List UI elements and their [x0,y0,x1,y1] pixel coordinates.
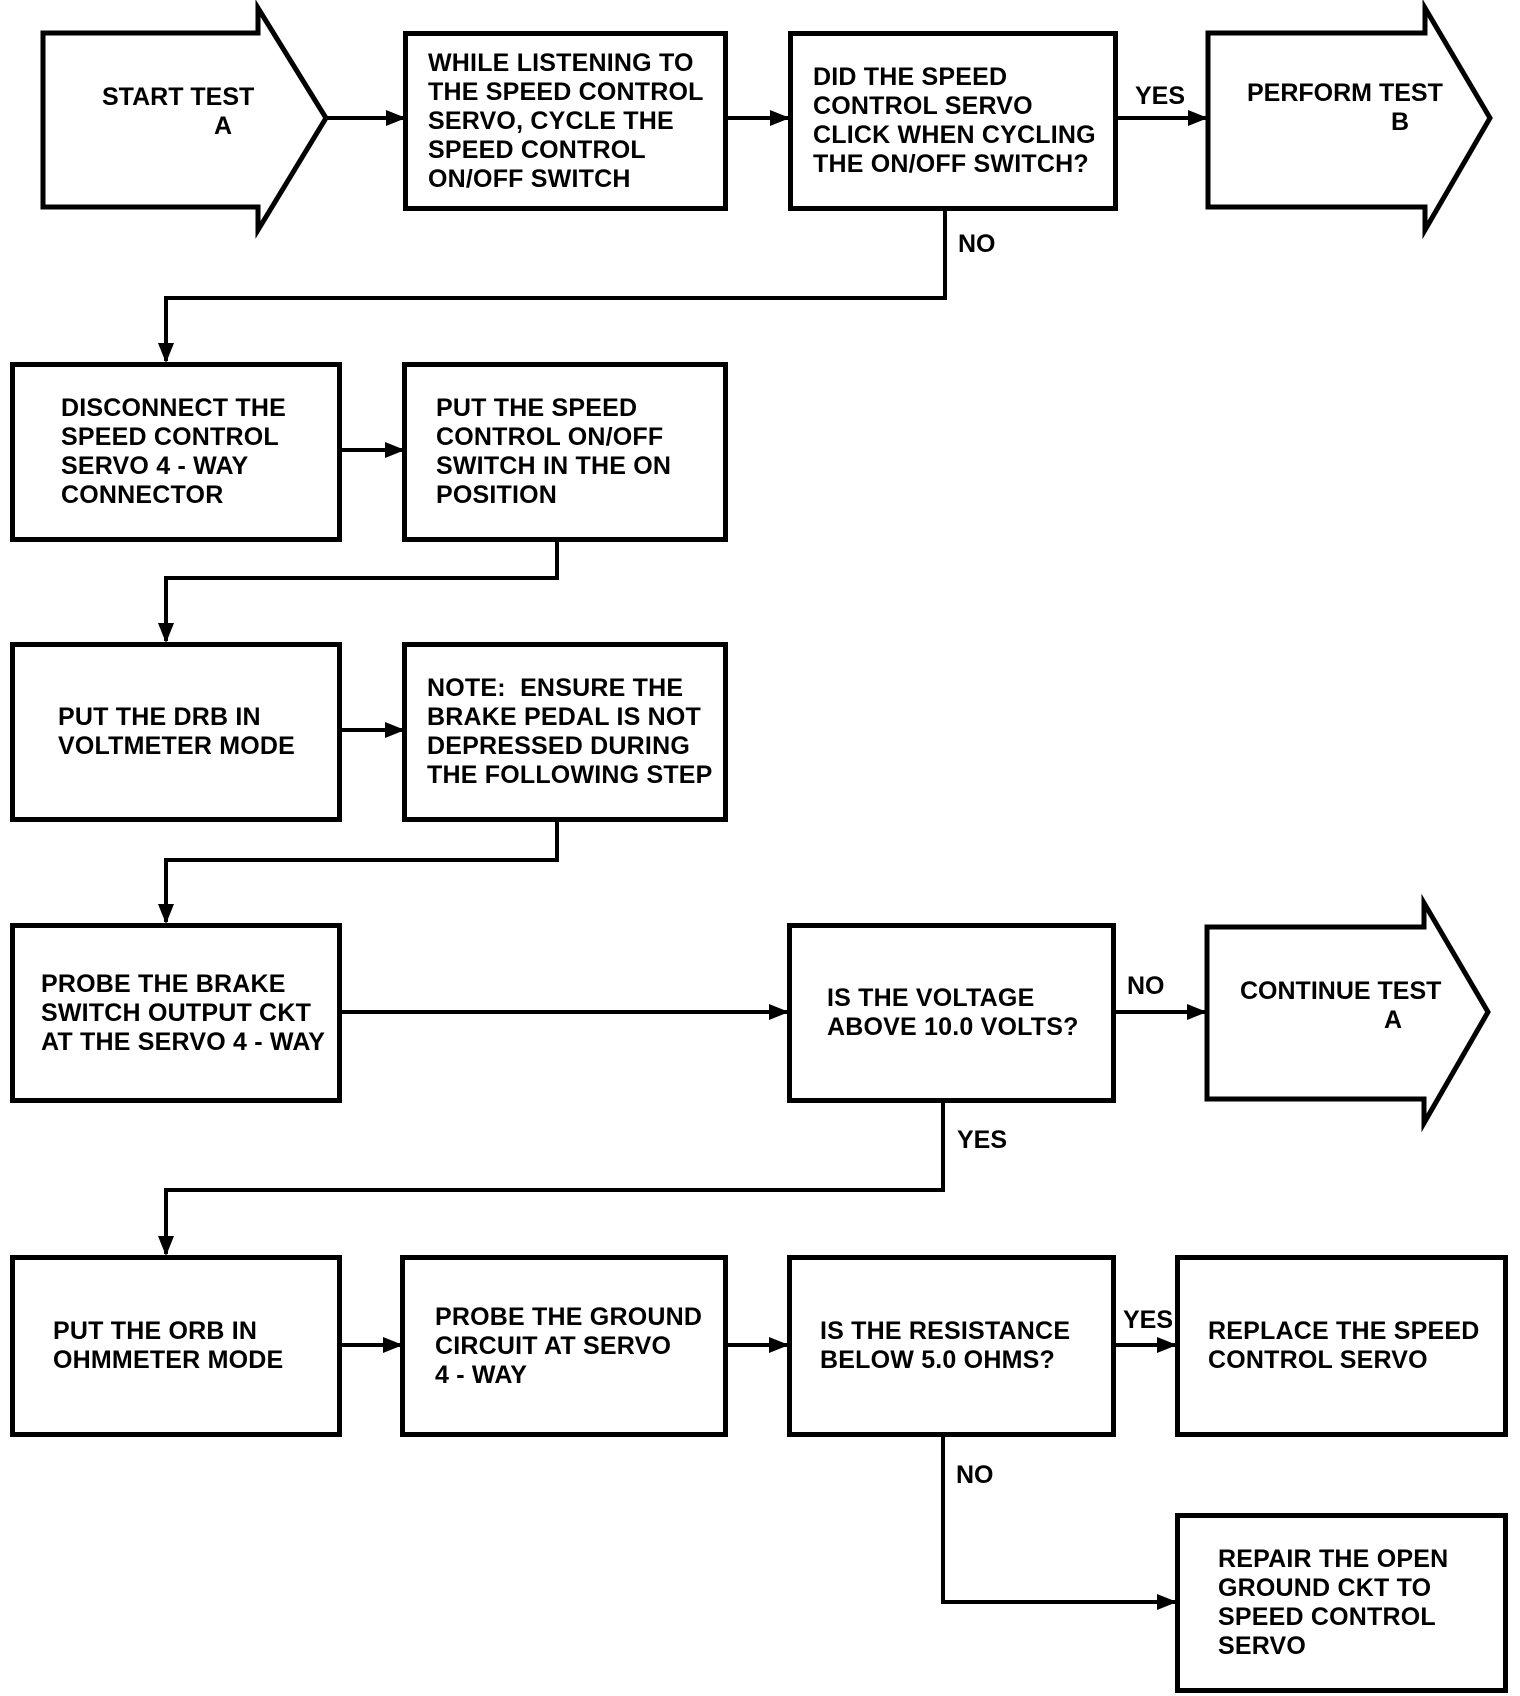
perform-test-b-line-2: B [1391,108,1410,136]
listen-servo-line-5: ON/OFF SWITCH [428,164,631,193]
listen-servo-line-1: WHILE LISTENING TO [428,48,694,77]
voltmeter-line-1: PUT THE DRB IN [58,703,261,731]
switch-on-line-2: CONTROL ON/OFF [436,423,664,451]
servo-click-line-2: CONTROL SERVO [813,92,1033,120]
disconnect-line-4: CONNECTOR [61,481,224,509]
listen-servo-line-2: THE SPEED CONTROL [428,77,704,106]
repair-ground-line-2: GROUND CKT TO [1218,1574,1432,1602]
brake-note-line-1: NOTE: ENSURE THE [427,674,684,702]
repair-ground-box: REPAIR THE OPEN GROUND CKT TO SPEED CONT… [1175,1513,1508,1693]
disconnect-line-1: DISCONNECT THE [61,394,287,422]
continue-test-a-line-2: A [1384,1006,1403,1034]
arrow-resistance-no-to-repair [941,1436,1177,1610]
disconnect-line-2: SPEED CONTROL [61,423,279,451]
servo-click-line-4: THE ON/OFF SWITCH? [813,150,1089,178]
voltage-question-line-2: ABOVE 10.0 VOLTS? [827,1013,1079,1041]
label-voltage-no: NO [1127,972,1165,1000]
servo-click-question-box: DID THE SPEED CONTROL SERVO CLICK WHEN C… [788,31,1118,211]
perform-test-b-shape [1205,0,1493,240]
voltmeter-line-2: VOLTMETER MODE [58,732,296,760]
label-voltage-yes: YES [957,1126,1008,1154]
voltage-question-line-1: IS THE VOLTAGE [827,984,1035,1012]
disconnect-connector-box: DISCONNECT THE SPEED CONTROL SERVO 4 - W… [10,362,342,542]
probe-brake-line-3: AT THE SERVO 4 - WAY [41,1027,326,1056]
label-resistance-yes: YES [1123,1306,1174,1334]
brake-note-line-3: DEPRESSED DURING [427,732,690,760]
arrow-switch-to-voltmeter [158,540,559,643]
switch-on-line-4: POSITION [436,481,558,509]
label-click-yes: YES [1135,82,1186,110]
label-resistance-no: NO [956,1461,994,1489]
resistance-question-line-2: BELOW 5.0 OHMS? [820,1346,1055,1374]
repair-ground-line-1: REPAIR THE OPEN [1218,1545,1449,1573]
arrow-voltage-yes-to-ohmmeter [158,1101,945,1256]
switch-on-box: PUT THE SPEED CONTROL ON/OFF SWITCH IN T… [402,362,728,542]
probe-brake-line-2: SWITCH OUTPUT CKT [41,998,312,1027]
disconnect-line-3: SERVO 4 - WAY [61,452,249,480]
start-test-a-shape [40,0,329,239]
voltage-question-box: IS THE VOLTAGE ABOVE 10.0 VOLTS? [787,923,1116,1103]
ohmmeter-line-2: OHMMETER MODE [53,1346,284,1374]
repair-ground-line-3: SPEED CONTROL [1218,1603,1436,1631]
brake-note-line-2: BRAKE PEDAL IS NOT [427,703,701,731]
switch-on-line-1: PUT THE SPEED [436,394,638,422]
replace-servo-box: REPLACE THE SPEED CONTROL SERVO [1175,1255,1508,1437]
voltmeter-mode-box: PUT THE DRB IN VOLTMETER MODE [10,642,342,822]
continue-test-a-line-1: CONTINUE TEST [1240,977,1442,1005]
listen-servo-line-4: SPEED CONTROL [428,135,646,164]
probe-ground-line-2: CIRCUIT AT SERVO [435,1331,672,1360]
probe-brake-switch-box: PROBE THE BRAKE SWITCH OUTPUT CKT AT THE… [10,923,342,1103]
replace-servo-line-2: CONTROL SERVO [1208,1346,1428,1374]
listen-servo-line-3: SERVO, CYCLE THE [428,106,674,135]
start-test-a-node: START TEST A [102,83,254,141]
listen-servo-box: WHILE LISTENING TO THE SPEED CONTROL SER… [403,31,728,211]
resistance-question-box: IS THE RESISTANCE BELOW 5.0 OHMS? [787,1255,1116,1437]
switch-on-line-3: SWITCH IN THE ON [436,452,672,480]
continue-test-a-node: CONTINUE TEST A [1240,977,1441,1035]
arrow-note-to-probe-brake [158,820,559,924]
probe-ground-line-1: PROBE THE GROUND [435,1302,703,1331]
brake-note-box: NOTE: ENSURE THE BRAKE PEDAL IS NOT DEPR… [402,642,728,822]
probe-ground-box: PROBE THE GROUND CIRCUIT AT SERVO 4 - WA… [400,1255,728,1437]
resistance-question-line-1: IS THE RESISTANCE [820,1317,1071,1345]
arrow-no-to-disconnect [158,209,947,363]
replace-servo-line-1: REPLACE THE SPEED [1208,1317,1480,1345]
perform-test-b-node: PERFORM TEST B [1247,79,1443,137]
brake-note-line-4: THE FOLLOWING STEP [427,761,713,789]
start-test-a-line-2: A [214,112,233,140]
repair-ground-line-4: SERVO [1218,1632,1307,1660]
start-test-a-line-1: START TEST [102,83,255,111]
servo-click-line-3: CLICK WHEN CYCLING [813,121,1096,149]
servo-click-line-1: DID THE SPEED [813,63,1008,91]
label-click-no: NO [958,230,996,258]
ohmmeter-line-1: PUT THE ORB IN [53,1317,258,1345]
ohmmeter-mode-box: PUT THE ORB IN OHMMETER MODE [10,1255,342,1437]
probe-brake-line-1: PROBE THE BRAKE [41,969,286,998]
probe-ground-line-3: 4 - WAY [435,1360,528,1389]
continue-test-a-shape [1204,893,1491,1133]
perform-test-b-line-1: PERFORM TEST [1247,79,1443,107]
